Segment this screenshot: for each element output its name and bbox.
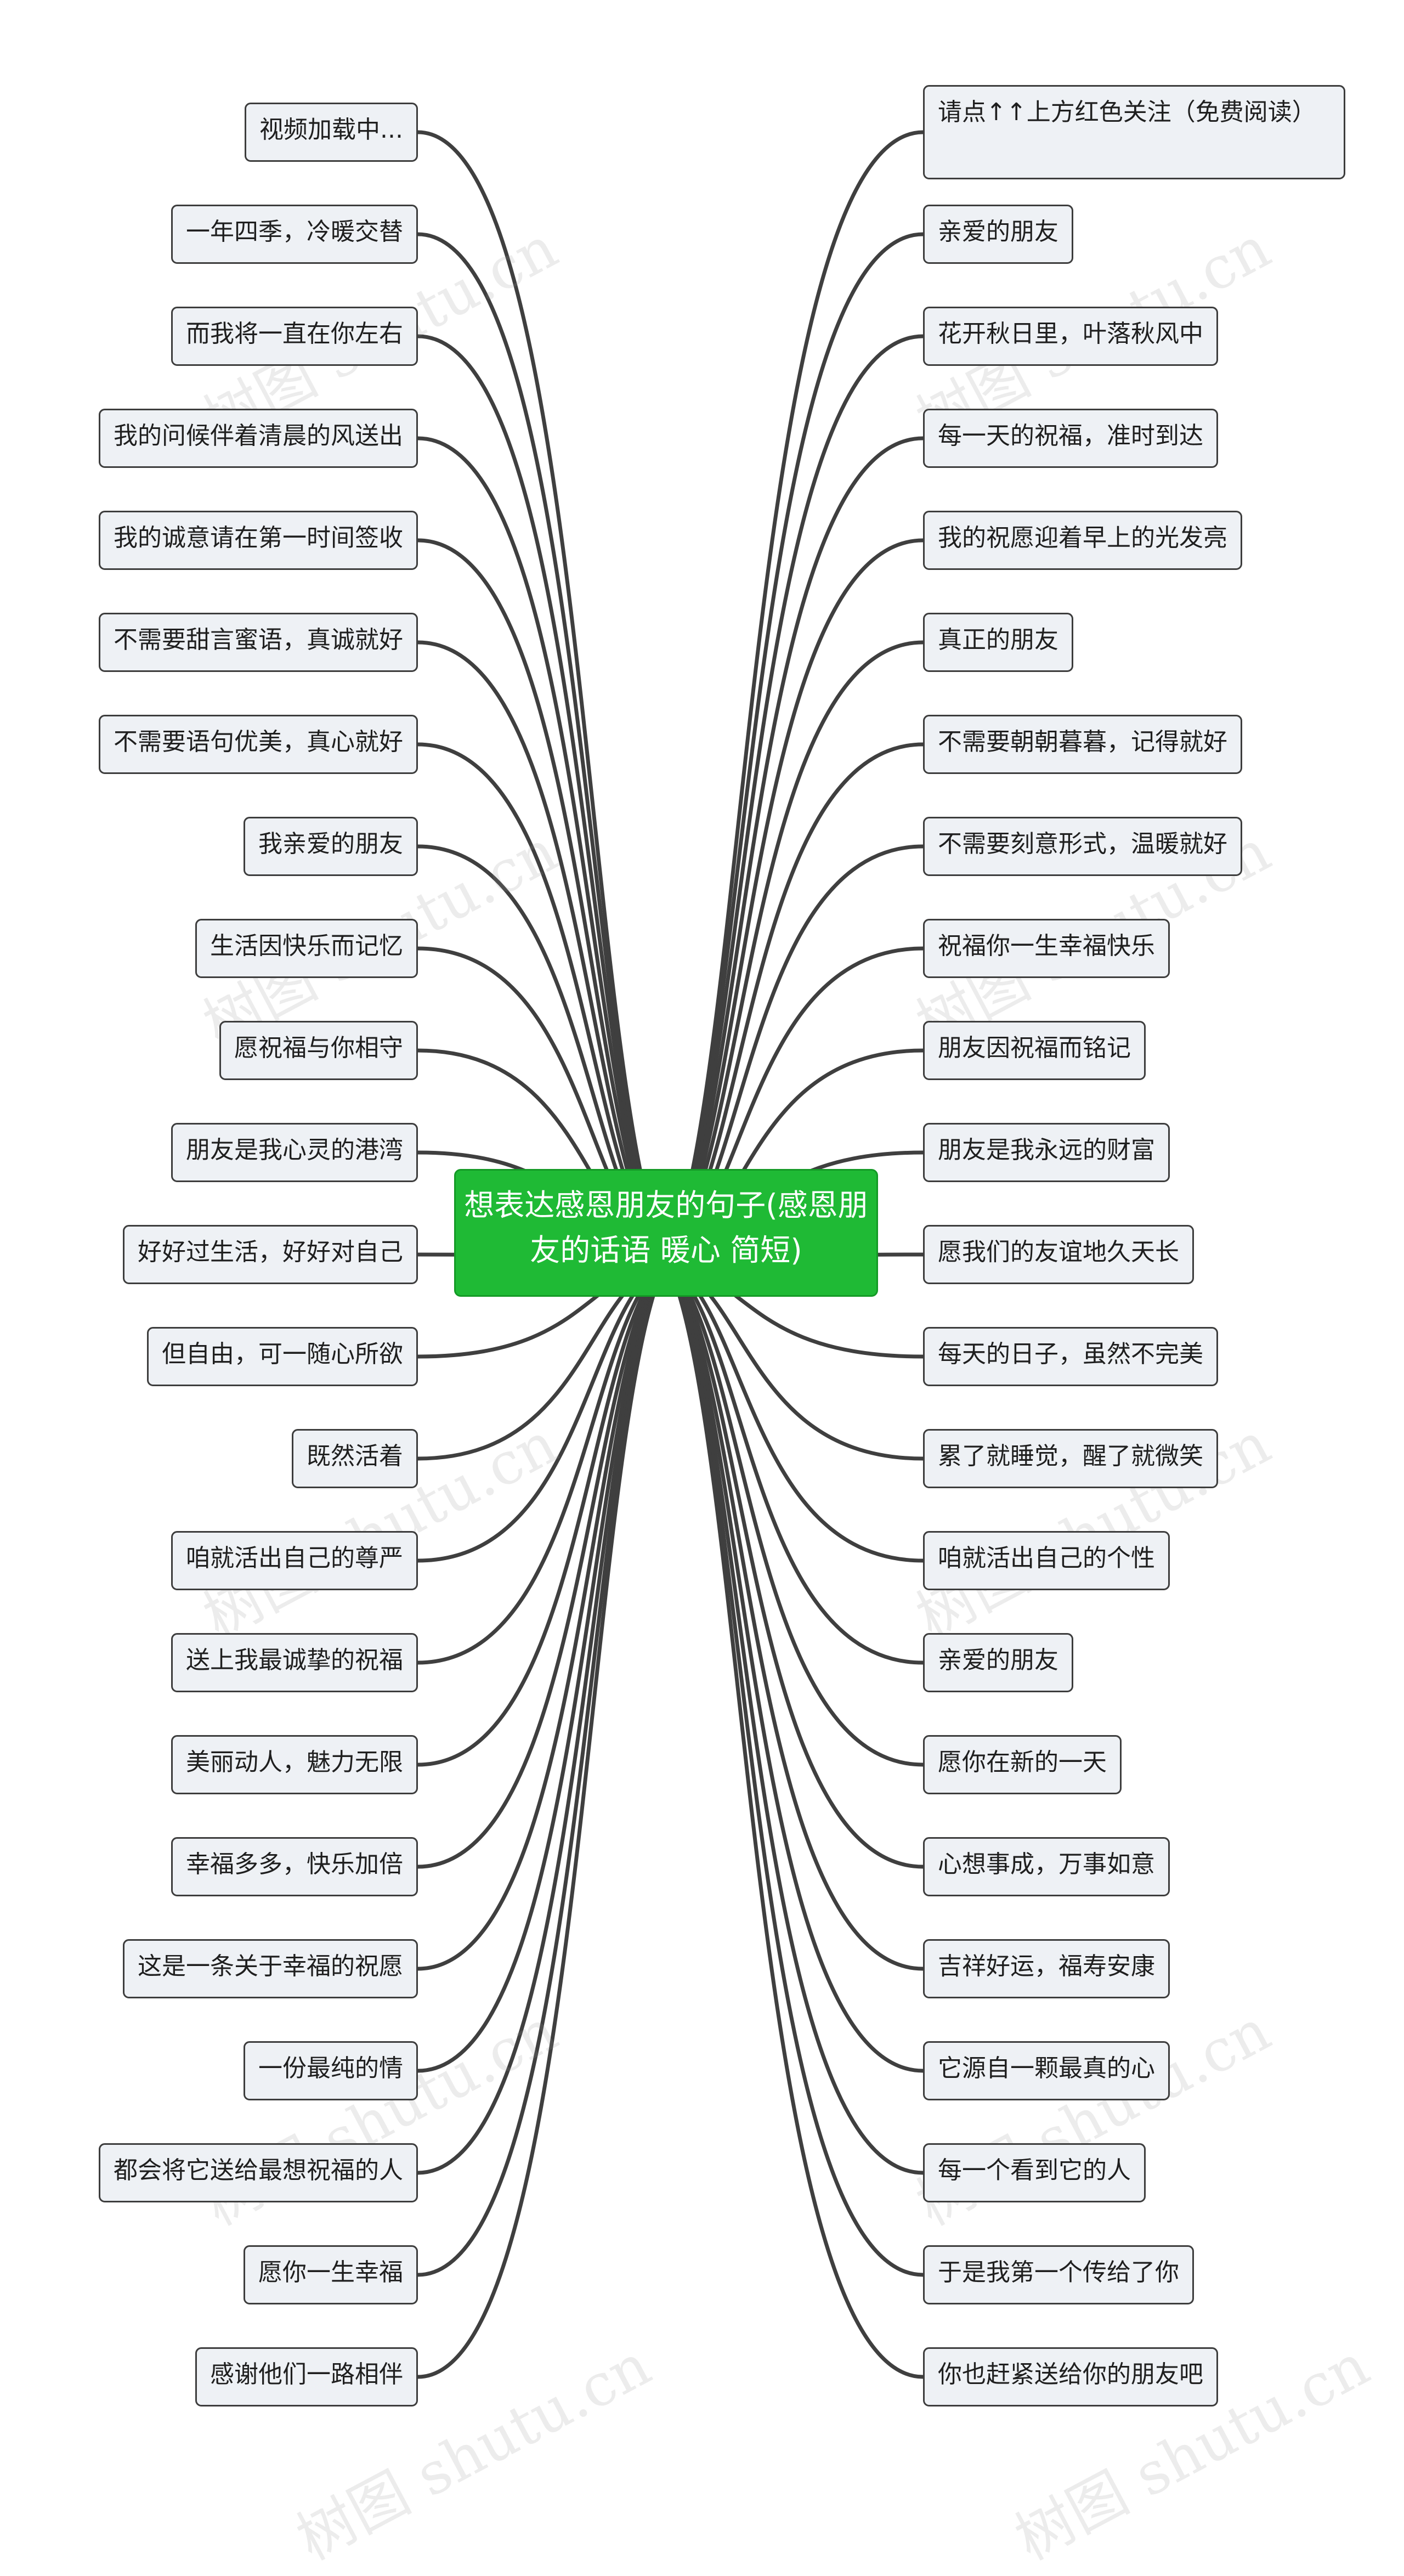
central-topic[interactable]: 想表达感恩朋友的句子(感恩朋友的话语 暖心 简短)	[454, 1169, 878, 1297]
connector-left-23	[416, 1258, 669, 2379]
left-branch-node[interactable]: 愿祝福与你相守	[219, 1021, 418, 1080]
left-branch-node[interactable]: 既然活着	[292, 1429, 418, 1488]
left-branch-node[interactable]: 都会将它送给最想祝福的人	[99, 2143, 418, 2202]
left-branch-node[interactable]: 咱就活出自己的尊严	[171, 1531, 418, 1590]
left-branch-node[interactable]: 一年四季，冷暖交替	[171, 205, 418, 264]
right-branch-node[interactable]: 亲爱的朋友	[923, 205, 1073, 264]
right-branch-node[interactable]: 愿我们的友谊地久天长	[923, 1225, 1194, 1284]
right-branch-node[interactable]: 于是我第一个传给了你	[923, 2245, 1194, 2304]
connector-left-16	[416, 1258, 669, 1665]
connector-right-16	[664, 1258, 925, 1665]
right-branch-node[interactable]: 每一天的祝福，准时到达	[923, 409, 1218, 468]
left-branch-node[interactable]: 但自由，可一随心所欲	[147, 1327, 418, 1386]
right-branch-node[interactable]: 累了就睡觉，醒了就微笑	[923, 1429, 1218, 1488]
connector-left-3	[416, 334, 669, 1263]
connector-right-3	[664, 334, 925, 1263]
connector-right-17	[664, 1258, 925, 1767]
left-branch-node[interactable]: 而我将一直在你左右	[171, 307, 418, 366]
left-branch-node[interactable]: 我的诚意请在第一时间签收	[99, 511, 418, 570]
left-branch-node[interactable]: 朋友是我心灵的港湾	[171, 1123, 418, 1182]
connector-left-2	[416, 232, 669, 1263]
left-branch-node[interactable]: 好好过生活，好好对自己	[123, 1225, 418, 1284]
left-branch-node[interactable]: 幸福多多，快乐加倍	[171, 1837, 418, 1896]
connector-right-2	[664, 232, 925, 1263]
connector-left-1	[416, 130, 669, 1263]
right-branch-node[interactable]: 不需要朝朝暮暮，记得就好	[923, 715, 1242, 774]
right-branch-node[interactable]: 它源自一颗最真的心	[923, 2041, 1170, 2100]
connector-left-17	[416, 1258, 669, 1767]
right-branch-node[interactable]: 请点↑↑上方红色关注（免费阅读）	[923, 85, 1345, 179]
right-branch-node[interactable]: 我的祝愿迎着早上的光发亮	[923, 511, 1242, 570]
left-branch-node[interactable]: 送上我最诚挚的祝福	[171, 1633, 418, 1692]
left-branch-node[interactable]: 一份最纯的情	[244, 2041, 418, 2100]
right-branch-node[interactable]: 亲爱的朋友	[923, 1633, 1073, 1692]
left-branch-node[interactable]: 我的问候伴着清晨的风送出	[99, 409, 418, 468]
connector-left-22	[416, 1258, 669, 2277]
right-branch-node[interactable]: 朋友因祝福而铭记	[923, 1021, 1146, 1080]
connector-right-22	[664, 1258, 925, 2277]
connector-right-1	[664, 130, 925, 1263]
connector-right-19	[664, 1258, 925, 1971]
right-branch-node[interactable]: 真正的朋友	[923, 613, 1073, 672]
right-branch-node[interactable]: 花开秋日里，叶落秋风中	[923, 307, 1218, 366]
connector-right-18	[664, 1258, 925, 1869]
connector-right-21	[664, 1258, 925, 2175]
left-branch-node[interactable]: 不需要甜言蜜语，真诚就好	[99, 613, 418, 672]
left-branch-node[interactable]: 美丽动人，魅力无限	[171, 1735, 418, 1794]
connector-left-19	[416, 1258, 669, 1971]
left-branch-node[interactable]: 愿你一生幸福	[244, 2245, 418, 2304]
right-branch-node[interactable]: 你也赶紧送给你的朋友吧	[923, 2347, 1218, 2406]
left-branch-node[interactable]: 生活因快乐而记忆	[195, 919, 418, 978]
left-branch-node[interactable]: 视频加载中...	[245, 103, 418, 162]
right-branch-node[interactable]: 吉祥好运，福寿安康	[923, 1939, 1170, 1998]
left-branch-node[interactable]: 感谢他们一路相伴	[195, 2347, 418, 2406]
connector-right-20	[664, 1258, 925, 2073]
left-branch-node[interactable]: 我亲爱的朋友	[244, 817, 418, 876]
right-branch-node[interactable]: 每天的日子，虽然不完美	[923, 1327, 1218, 1386]
connector-left-20	[416, 1258, 669, 2073]
connector-right-23	[664, 1258, 925, 2379]
right-branch-node[interactable]: 愿你在新的一天	[923, 1735, 1122, 1794]
left-branch-node[interactable]: 这是一条关于幸福的祝愿	[123, 1939, 418, 1998]
right-branch-node[interactable]: 朋友是我永远的财富	[923, 1123, 1170, 1182]
right-branch-node[interactable]: 不需要刻意形式，温暖就好	[923, 817, 1242, 876]
right-branch-node[interactable]: 每一个看到它的人	[923, 2143, 1146, 2202]
right-branch-node[interactable]: 祝福你一生幸福快乐	[923, 919, 1170, 978]
left-branch-node[interactable]: 不需要语句优美，真心就好	[99, 715, 418, 774]
right-branch-node[interactable]: 心想事成，万事如意	[923, 1837, 1170, 1896]
connector-left-21	[416, 1258, 669, 2175]
right-branch-node[interactable]: 咱就活出自己的个性	[923, 1531, 1170, 1590]
connector-left-18	[416, 1258, 669, 1869]
